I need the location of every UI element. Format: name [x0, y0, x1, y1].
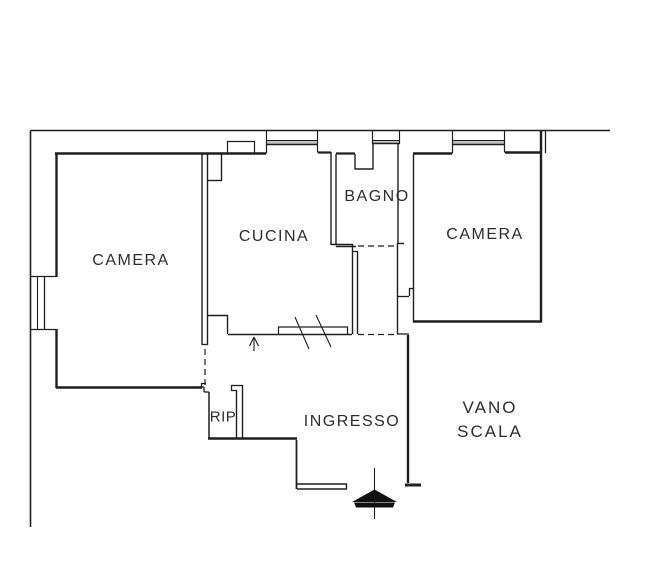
room-label-rip: RIP: [209, 408, 237, 426]
window-icon-bagno: [371, 130, 401, 145]
entrance-arrow-icon: [352, 468, 397, 519]
stairwell-label-line2: SCALA: [457, 422, 523, 441]
room-camera-left-walls: [30, 152, 209, 389]
outer-walls: [29, 129, 610, 527]
room-label-bagno: BAGNO: [344, 188, 410, 205]
room-label-camera-left: CAMERA: [92, 252, 170, 269]
room-ingresso-walls: [208, 335, 421, 490]
stairwell-label-line1: VANO: [462, 398, 518, 417]
window-icon-camera-right: [451, 130, 506, 146]
window-icon-cucina: [265, 130, 319, 146]
room-label-camera-right: CAMERA: [446, 226, 524, 243]
rip-closet-walls: [198, 384, 244, 438]
sliding-door-symbol: [277, 314, 349, 350]
room-label-ingresso: INGRESSO: [303, 413, 401, 430]
corridor-walls: [351, 244, 414, 335]
room-camera-right-walls: [412, 130, 547, 323]
room-label-cucina: CUCINA: [238, 228, 310, 245]
door-swing-arrow: [249, 336, 259, 351]
room-cucina-walls: [202, 140, 353, 336]
